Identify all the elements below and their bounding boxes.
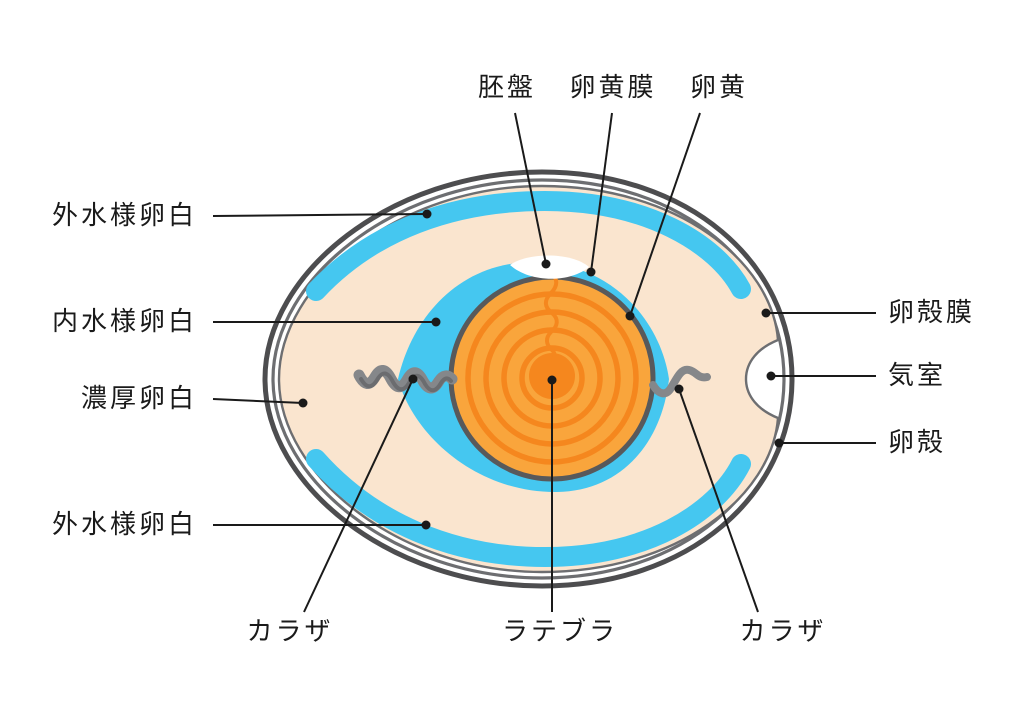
germinal-disc-shape [510, 255, 589, 279]
latebra-neck-line [543, 270, 559, 362]
shell-membrane-outer-line [271, 178, 786, 580]
label-shell-membrane: 卵殻膜 [888, 298, 976, 328]
leader-dots [298, 209, 784, 530]
outer-thin-albumen-band-bottom [306, 449, 751, 568]
label-chalaza-left: カラザ [246, 617, 334, 647]
label-inner-thin-albumen: 内水様卵白 [51, 307, 197, 337]
label-germinal-disc: 胚盤 [477, 73, 537, 103]
label-vitelline-membrane: 卵黄膜 [569, 73, 657, 103]
label-shell: 卵殻 [888, 428, 947, 458]
label-chalaza-right: カラザ [739, 617, 827, 647]
label-latebra: ラテブラ [501, 617, 619, 647]
label-air-cell: 気室 [888, 361, 947, 391]
chalaza-left-cord [353, 365, 458, 394]
label-outer-thin-albumen-bottom: 外水様卵白 [51, 510, 197, 540]
label-thick-albumen: 濃厚卵白 [80, 384, 197, 414]
label-yolk: 卵黄 [689, 73, 749, 103]
label-outer-thin-albumen-top: 外水様卵白 [51, 201, 197, 231]
outer-thin-albumen-band-top [306, 190, 751, 301]
leader-lines [212, 112, 876, 613]
chalaza-right-cord [649, 365, 711, 398]
